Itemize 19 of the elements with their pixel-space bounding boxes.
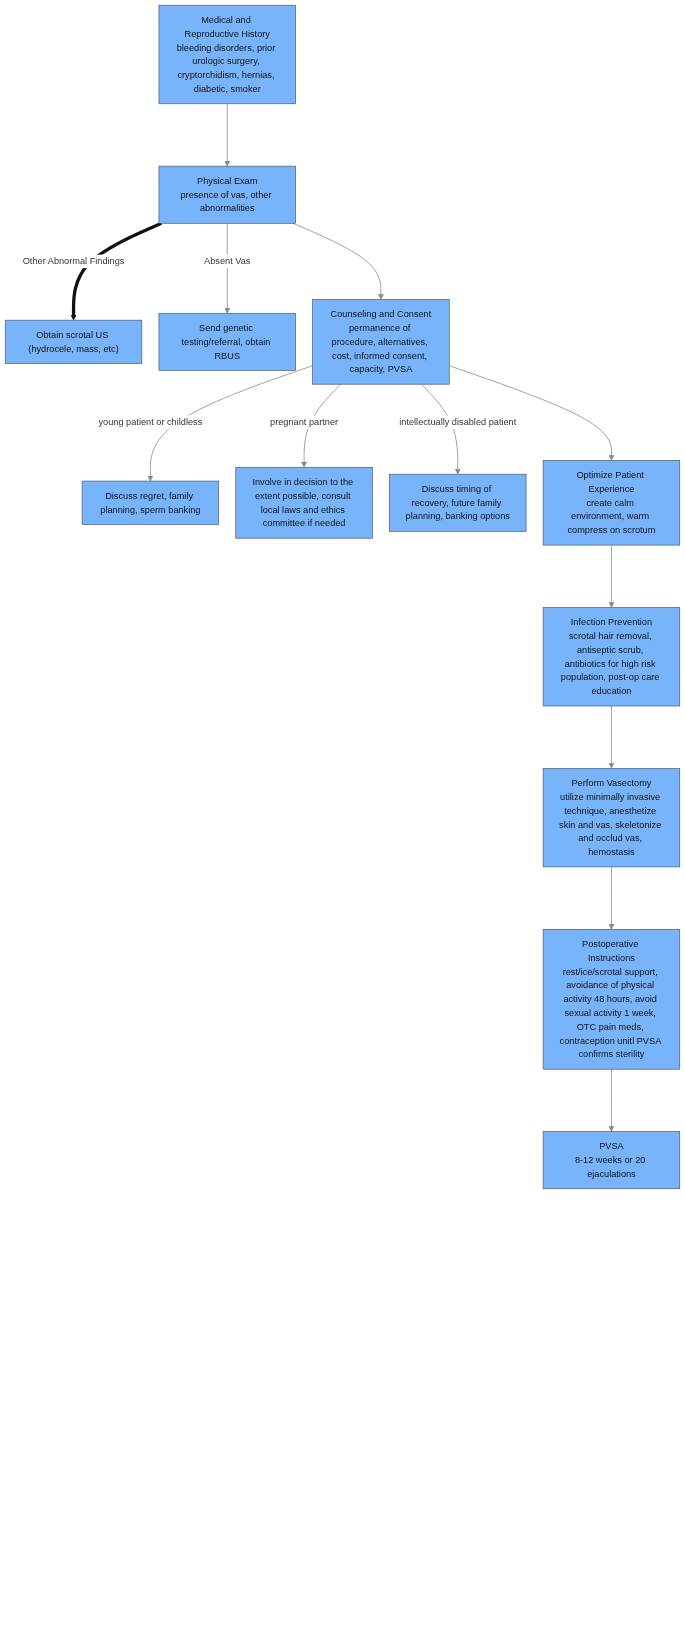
edge-label: intellectually disabled patient [399,416,517,428]
node-box: Involve in decision to the extent possible, consult local laws and ethics committee if needed [235,466,373,539]
node-box: Medical and Reproductive History bleeding disorders, prior urologic surgery, cryptorchidism, hernias, diabetic, smoker [158,4,296,105]
node-box: Counseling and Consent permanence of procedure, alternatives, cost, informed consent, capacity, PVSA [312,299,450,385]
node-box: Postoperative Instructions rest/ice/scrotal support, avoidance of physical activity 48 hours, avoid sexual activity 1 week, OTC pain meds, contraception unitl PVSA confirms sterility [542,928,681,1070]
node-box: Obtain scrotal US (hydrocele, mass, etc) [4,319,143,364]
node-box: Physical Exam presence of vas, other abnormalities [158,165,296,224]
node-box: Perform Vasectomy utilize minimally invasive technique, anesthetize skin and vas, skeletonize and occlud vas, hemostasis [542,768,681,868]
node-box: Optimize Patient Experience create calm environment, warm compress on scrotum [542,460,681,546]
edge-label: pregnant partner [270,416,339,428]
node-box: Discuss regret, family planning, sperm banking [81,480,220,525]
edge-label: Other Abnormal Findings [22,255,125,267]
node-box: PVSA 8-12 weeks or 20 ejaculations [542,1131,681,1190]
edge-label: young patient or childless [98,416,203,428]
node-box: Discuss timing of recovery, future family planning, banking options [389,473,527,532]
node-box: Infection Prevention scrotal hair removal, antiseptic scrub, antibiotics for high risk population, post-op care education [542,607,681,707]
edge-label: Absent Vas [204,255,251,267]
arrow [70,221,163,321]
node-box: Send genetic testing/referral, obtain RBUS [158,312,296,371]
